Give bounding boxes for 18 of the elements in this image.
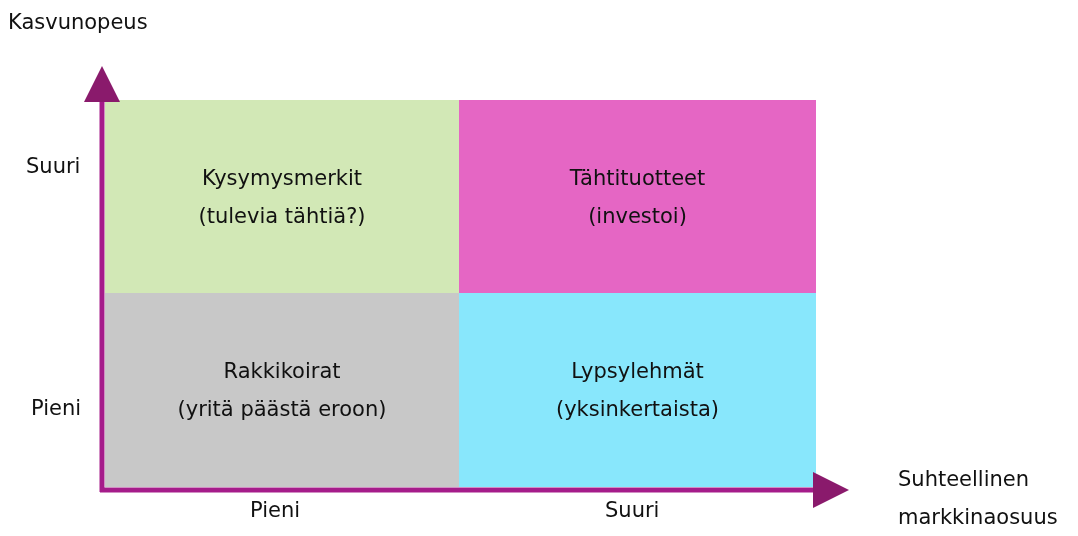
axis-title: Suhteellinen markkinaosuus bbox=[898, 466, 1059, 531]
quadrant-box bbox=[105, 100, 459, 293]
quadrant-note: (yritä päästä eroon) bbox=[177, 397, 387, 421]
quadrant-note: (yksinkertaista) bbox=[556, 397, 719, 421]
axis-tick-label: Suuri bbox=[26, 154, 81, 178]
axis-tick-label: Pieni bbox=[31, 396, 82, 420]
axis-tick-label: Suuri bbox=[605, 498, 660, 522]
quadrant-box bbox=[459, 100, 816, 293]
quadrant-box bbox=[105, 293, 459, 487]
quadrant-note: (investoi) bbox=[588, 203, 687, 228]
quadrant-title: Lypsylehmät bbox=[571, 359, 704, 383]
axis-tick-label: Pieni bbox=[250, 498, 301, 522]
axis-title: Kasvunopeus bbox=[8, 10, 148, 34]
quadrant-note: (tulevia tähtiä?) bbox=[198, 203, 366, 228]
quadrant-box bbox=[459, 293, 816, 487]
quadrant-title: Rakkikoirat bbox=[223, 359, 341, 383]
quadrant-title: Kysymysmerkit bbox=[201, 165, 363, 190]
quadrant-title: Tähtituotteet bbox=[569, 165, 706, 190]
